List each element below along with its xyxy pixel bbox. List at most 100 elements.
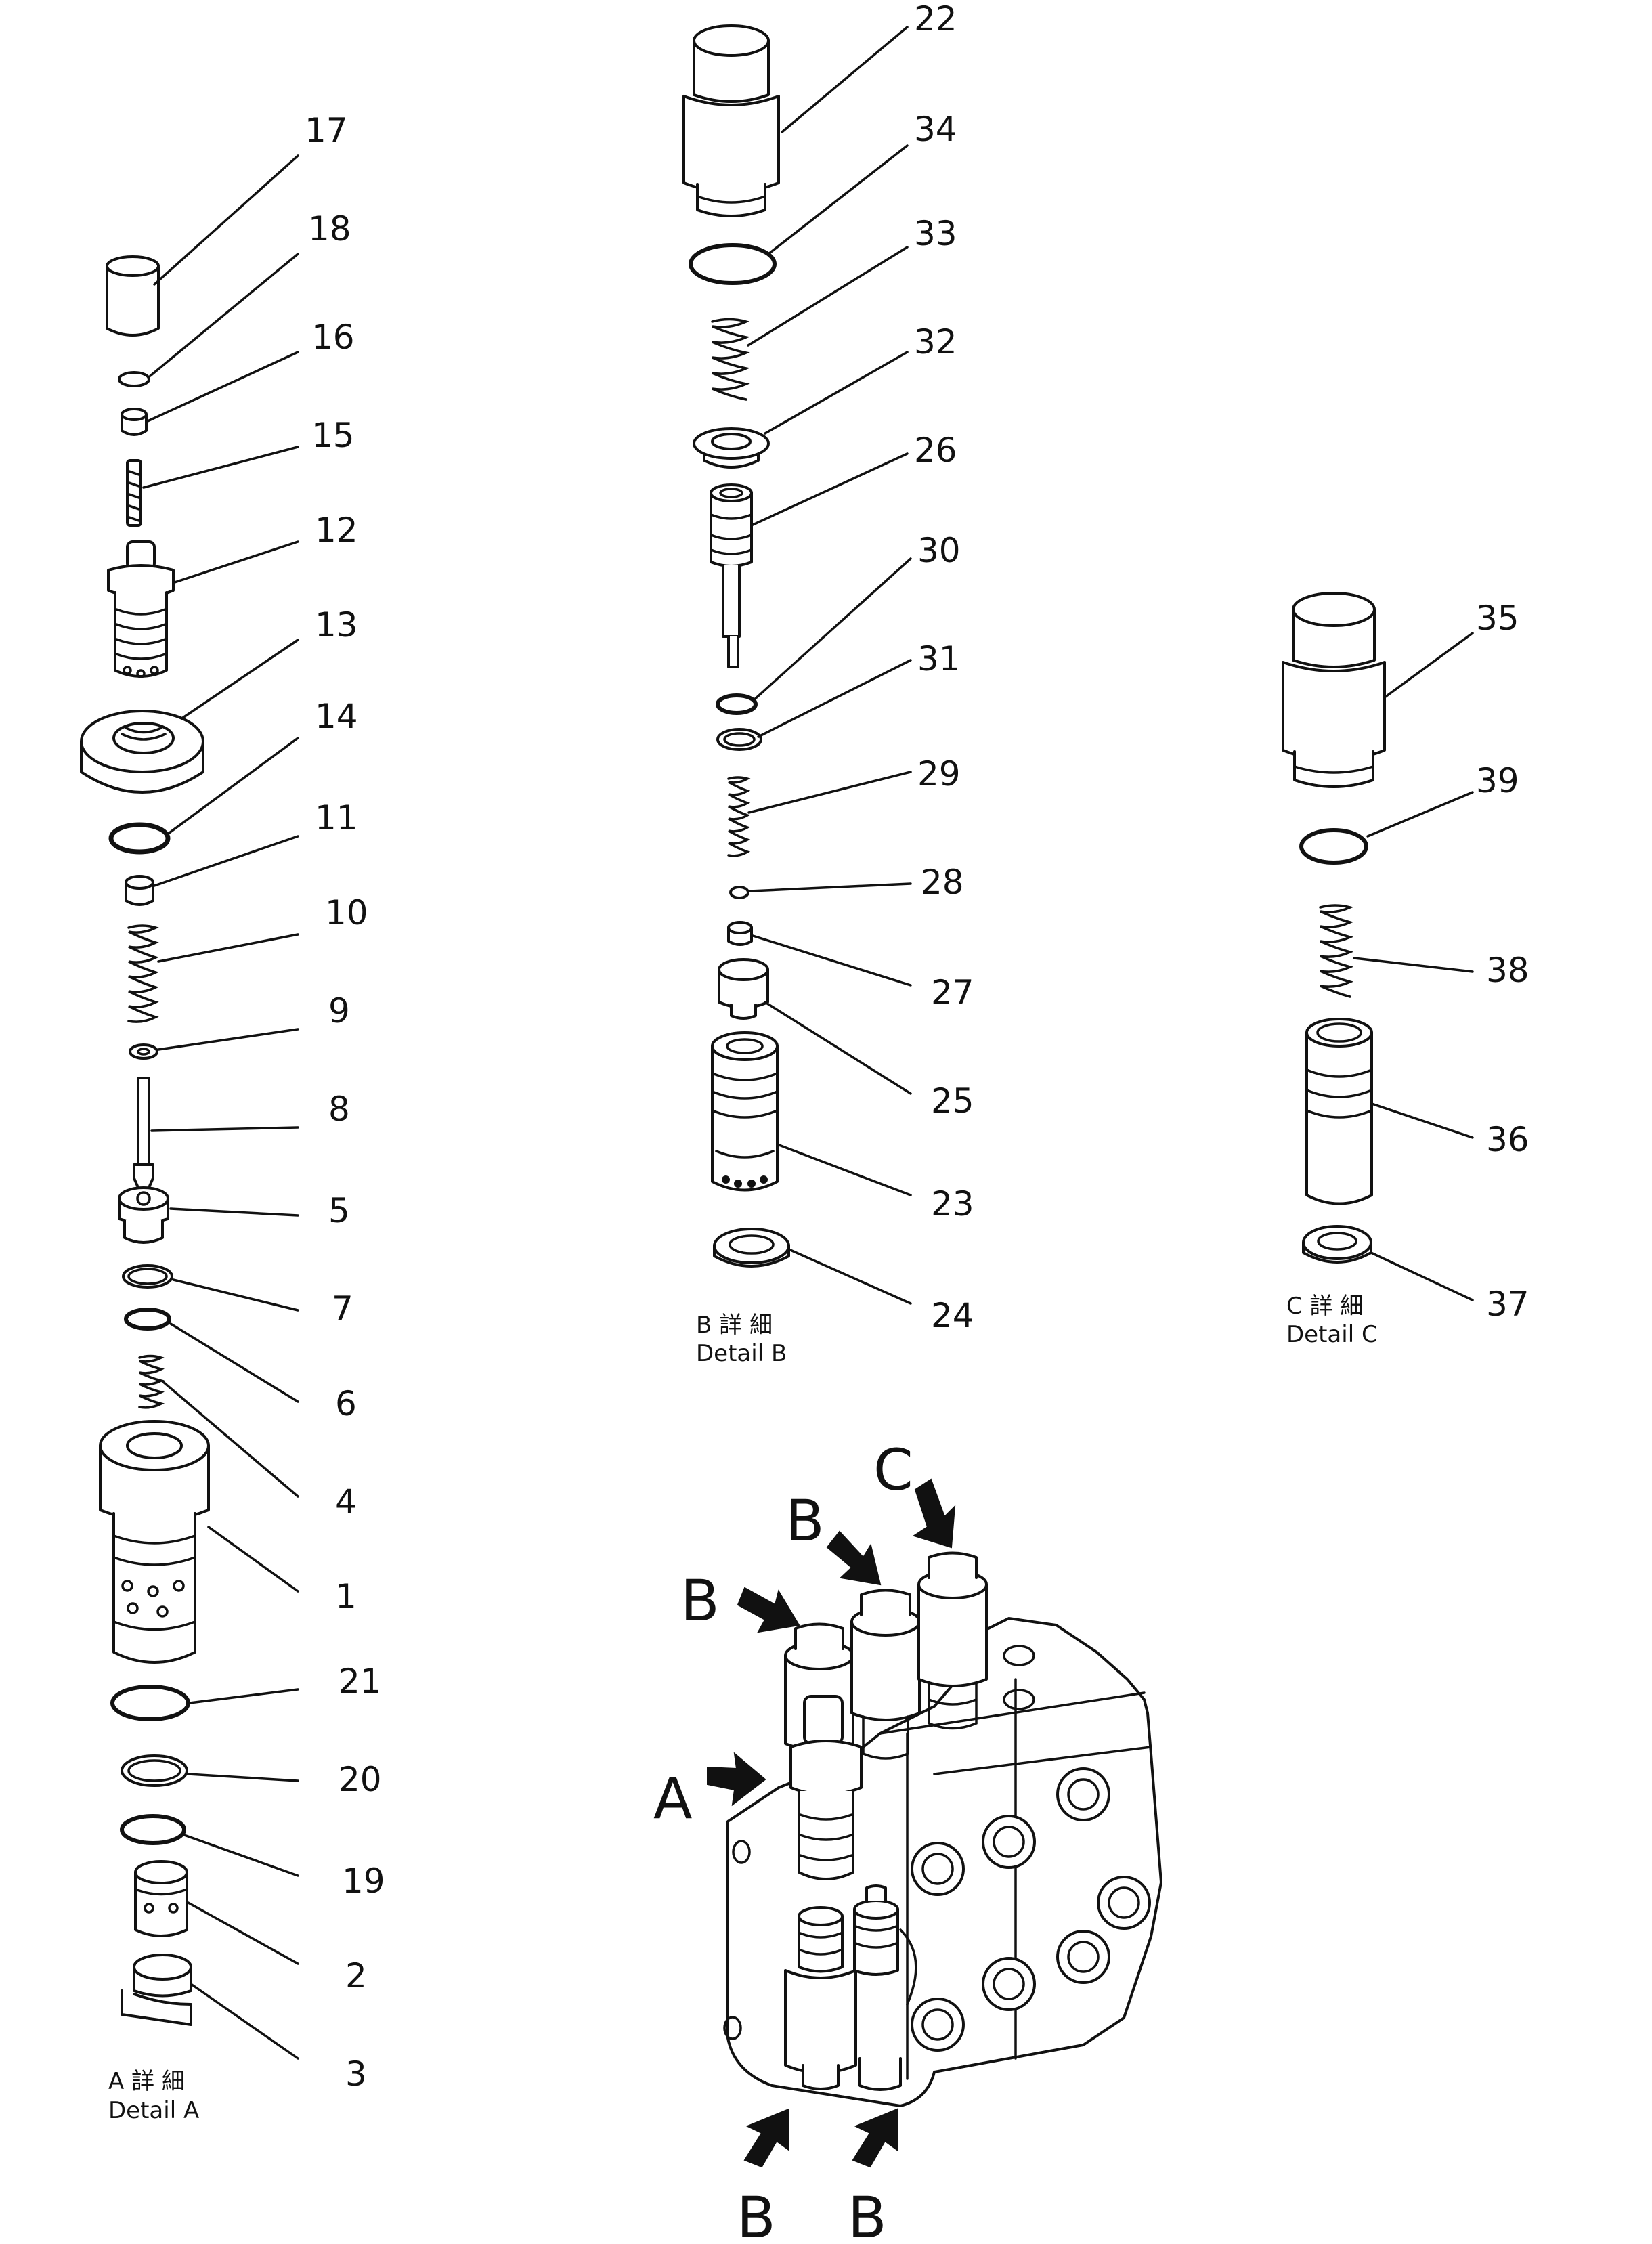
label-10: 10 [325, 893, 368, 932]
label-19: 19 [342, 1861, 385, 1901]
arrow-b-bottom-right [852, 2108, 898, 2168]
part-29-spring [727, 776, 751, 857]
part-20-backup-ring [121, 1754, 188, 1787]
assembly-cap-c [917, 1551, 988, 1730]
detail-c-caption-en: Detail C [1286, 1321, 1378, 1348]
part-6-o-ring [124, 1308, 171, 1331]
label-1: 1 [335, 1577, 357, 1616]
part-30-o-ring [716, 693, 758, 715]
label-18: 18 [308, 209, 351, 249]
part-numbers-detail-b: 22 34 33 32 26 30 31 29 28 27 25 23 24 [914, 0, 974, 1335]
part-5-seat [118, 1186, 169, 1244]
label-35: 35 [1476, 599, 1519, 638]
label-34: 34 [914, 110, 957, 149]
assembly-arrows [707, 1478, 956, 2168]
part-24-backup-ring [713, 1228, 790, 1268]
arrow-b-top-right [826, 1530, 882, 1586]
label-38: 38 [1486, 951, 1529, 990]
part-19-o-ring [120, 1814, 186, 1845]
part-27-seat [727, 921, 753, 946]
label-37: 37 [1486, 1285, 1529, 1324]
part-7-backup-ring [122, 1264, 173, 1289]
label-9: 9 [328, 991, 350, 1031]
label-17: 17 [305, 111, 348, 150]
assembly-lower-valve-left [784, 1906, 857, 2090]
label-28: 28 [921, 863, 964, 902]
part-numbers-detail-c: 35 39 38 36 37 [1476, 599, 1529, 1324]
assembly-label-c: C [873, 1437, 913, 1503]
part-13-locknut [80, 710, 204, 794]
leaders-detail-b [747, 26, 912, 1305]
part-8-needle [133, 1077, 154, 1201]
part-39-o-ring [1299, 828, 1368, 865]
part-21-o-ring [110, 1685, 190, 1721]
label-23: 23 [931, 1184, 974, 1224]
block-ports [723, 1645, 1151, 2052]
part-33-spring [711, 318, 750, 401]
label-12: 12 [315, 511, 358, 550]
label-7: 7 [332, 1289, 353, 1329]
label-5: 5 [328, 1191, 350, 1230]
assembly-label-a: A [653, 1765, 692, 1832]
assembly-label-b-top-right: B [785, 1488, 825, 1554]
label-25: 25 [931, 1081, 974, 1121]
label-15: 15 [311, 416, 355, 455]
label-39: 39 [1476, 761, 1519, 800]
part-15-screw [126, 459, 142, 527]
label-30: 30 [917, 531, 961, 570]
part-10-spring [127, 924, 159, 1023]
label-8: 8 [328, 1089, 350, 1129]
assembly-label-b-bottom-right: B [848, 2184, 887, 2244]
label-36: 36 [1486, 1120, 1529, 1159]
arrow-b-top-left [737, 1587, 800, 1633]
part-4-spring [138, 1354, 165, 1409]
part-31-backup-ring [716, 728, 762, 751]
valve-assembly: C B B A B B [653, 1437, 1162, 2244]
detail-c-caption-jp: C 詳 細 [1286, 1293, 1363, 1320]
part-16-nut [121, 408, 148, 436]
part-14-o-ring [108, 822, 171, 855]
assembly-lower-valve-right [853, 1884, 917, 2091]
part-11-plug [125, 875, 154, 906]
label-16: 16 [311, 318, 355, 357]
detail-b [682, 24, 790, 1268]
part-25-poppet [718, 958, 769, 1020]
label-33: 33 [914, 214, 957, 253]
label-32: 32 [914, 322, 957, 362]
assembly-label-b-top-left: B [680, 1568, 720, 1634]
label-13: 13 [315, 605, 358, 645]
label-24: 24 [931, 1296, 974, 1335]
part-32-nut [693, 427, 770, 469]
label-26: 26 [914, 431, 957, 470]
detail-a [80, 255, 210, 2026]
arrow-c [912, 1478, 956, 1549]
label-4: 4 [335, 1482, 357, 1522]
part-36-sleeve [1305, 1018, 1373, 1205]
part-34-o-ring [689, 243, 777, 285]
part-28-ball [729, 886, 749, 899]
label-29: 29 [917, 754, 961, 794]
label-21: 21 [339, 1662, 382, 1701]
detail-c [1282, 592, 1386, 1264]
part-26-spool [710, 483, 753, 668]
label-22: 22 [914, 0, 957, 39]
detail-a-caption-en: Detail A [108, 2097, 199, 2124]
label-20: 20 [339, 1760, 382, 1799]
label-11: 11 [315, 798, 358, 838]
detail-a-caption-jp: A 詳 細 [108, 2068, 185, 2095]
assembly-cap-b-right [850, 1589, 921, 1760]
label-31: 31 [917, 639, 961, 678]
part-1-housing [99, 1420, 210, 1664]
arrow-a [707, 1752, 766, 1807]
assembly-relief-valve-a [789, 1695, 863, 1880]
label-27: 27 [931, 973, 974, 1012]
part-18-o-ring [118, 371, 150, 387]
part-38-spring [1319, 904, 1354, 998]
part-22-cap [682, 24, 780, 217]
part-3-plug [121, 1954, 192, 2026]
part-37-backup-ring [1302, 1225, 1372, 1264]
label-3: 3 [345, 2054, 367, 2094]
assembly-label-b-bottom-left: B [737, 2184, 776, 2244]
detail-b-caption-en: Detail B [696, 1340, 787, 1367]
part-17-cap [106, 255, 160, 337]
